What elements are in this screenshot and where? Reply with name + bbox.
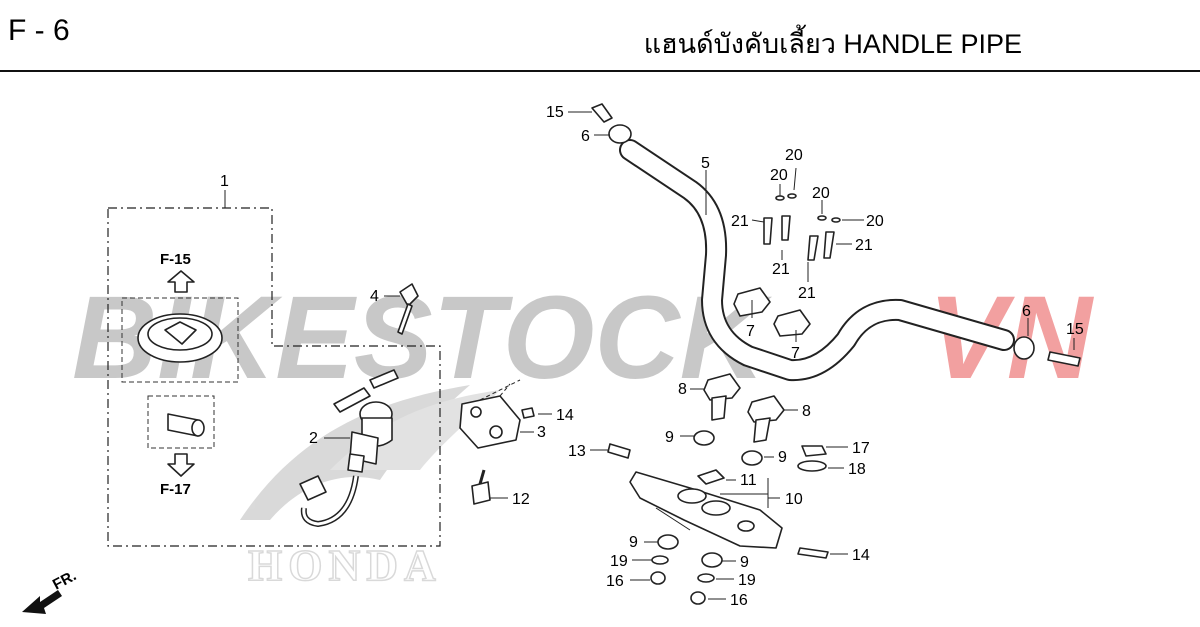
callout-20-d[interactable]: 20 (866, 213, 884, 230)
callout-3[interactable]: 3 (537, 424, 546, 441)
handle-pipe-part (619, 139, 1015, 382)
callout-8-left[interactable]: 8 (678, 381, 687, 398)
callout-10[interactable]: 10 (785, 491, 803, 508)
callout-20-a[interactable]: 20 (785, 147, 803, 164)
callout-2[interactable]: 2 (309, 430, 318, 447)
callout-9-b[interactable]: 9 (778, 449, 787, 466)
callout-11[interactable]: 11 (740, 472, 757, 489)
seat-lock-cylinder (167, 413, 205, 437)
callout-21-d[interactable]: 21 (798, 285, 816, 302)
callout-19-right[interactable]: 19 (738, 572, 756, 589)
callout-16-right[interactable]: 16 (730, 592, 748, 609)
callout-4[interactable]: 4 (370, 288, 379, 305)
front-direction-indicator: FR. (22, 567, 79, 614)
leader-lines (324, 111, 1075, 600)
ref-f15[interactable]: F-15 (160, 251, 191, 268)
fuel-cap-box (121, 297, 239, 383)
end-weight-right (1013, 336, 1081, 367)
end-weight-left (591, 103, 632, 144)
callout-6-left[interactable]: 6 (581, 128, 590, 145)
callout-17[interactable]: 17 (852, 440, 870, 457)
pipe-holders-lower (703, 373, 785, 443)
page-code: F - 6 (8, 14, 70, 47)
front-label: FR. (50, 567, 79, 593)
honda-logo-text: HONDA (248, 541, 442, 590)
callout-21-a[interactable]: 21 (731, 213, 749, 230)
callout-5[interactable]: 5 (701, 155, 710, 172)
callout-14-upper[interactable]: 14 (556, 407, 574, 424)
callout-12[interactable]: 12 (512, 491, 530, 508)
callout-19-left[interactable]: 19 (610, 553, 628, 570)
callout-1[interactable]: 1 (220, 173, 229, 190)
callout-20-c[interactable]: 20 (812, 185, 830, 202)
fuel-cap-lock (137, 313, 223, 363)
callout-15-right[interactable]: 15 (1066, 321, 1084, 338)
callout-9-d[interactable]: 9 (740, 554, 749, 571)
callout-9-a[interactable]: 9 (665, 429, 674, 446)
callout-20-b[interactable]: 20 (770, 167, 788, 184)
ref-f17[interactable]: F-17 (160, 481, 191, 498)
ignition-switch-part (299, 369, 399, 528)
arrow-down-left-icon (22, 590, 62, 614)
callout-21-c[interactable]: 21 (772, 261, 790, 278)
top-bridge-part (607, 430, 829, 605)
callout-7-right[interactable]: 7 (791, 345, 800, 362)
callout-18[interactable]: 18 (848, 461, 866, 478)
callout-14-lower[interactable]: 14 (852, 547, 870, 564)
callout-6-right[interactable]: 6 (1022, 303, 1031, 320)
seat-lock-box (147, 395, 215, 449)
callouts: 1 2 3 4 5 6 6 7 7 8 8 9 9 9 9 10 11 12 1… (220, 104, 1084, 609)
page-title: แฮนด์บังคับเลี้ยว HANDLE PIPE (643, 29, 1022, 59)
callout-21-b[interactable]: 21 (855, 237, 873, 254)
callout-13[interactable]: 13 (568, 443, 586, 460)
callout-9-c[interactable]: 9 (629, 534, 638, 551)
watermark: BIKESTOCK VN (72, 272, 1095, 404)
callout-8-right[interactable]: 8 (802, 403, 811, 420)
key-part (397, 283, 419, 335)
callout-16-left[interactable]: 16 (606, 573, 624, 590)
callout-15-left[interactable]: 15 (546, 104, 564, 121)
header-divider (0, 70, 1200, 72)
callout-7-left[interactable]: 7 (746, 323, 755, 340)
ignition-set-frame (107, 207, 441, 547)
arrow-up-icon (167, 270, 195, 293)
arrow-down-icon (167, 453, 195, 477)
upper-holder-part (459, 395, 535, 505)
